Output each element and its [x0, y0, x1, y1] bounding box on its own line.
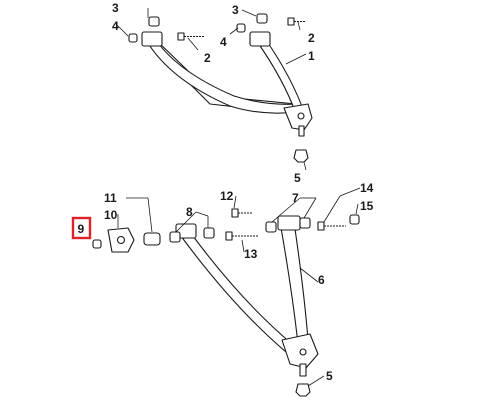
- callout-15: 15: [360, 199, 374, 213]
- bolt-13[interactable]: [225, 231, 258, 241]
- upper-a-arm-assembly: [128, 13, 313, 163]
- bushing-7-left[interactable]: [265, 221, 277, 233]
- bushing-7-right[interactable]: [299, 217, 311, 229]
- callout-numbers: 3 4 2 3 4 2 1 5 11 10 8 12 13 7 14 15 6 …: [71, 1, 374, 383]
- nut-9[interactable]: [92, 239, 102, 249]
- callout-6: 6: [318, 273, 325, 287]
- callout-4-left: 4: [112, 19, 119, 33]
- ball-joint-upper[interactable]: [293, 149, 309, 163]
- ball-joint-lower[interactable]: [295, 383, 311, 397]
- bolt-upper-left[interactable]: [177, 32, 204, 41]
- callout-9[interactable]: 9: [78, 222, 85, 236]
- upper-a-arm[interactable]: [145, 39, 313, 137]
- lower-a-arm[interactable]: [177, 221, 319, 377]
- left-pivot-bracket[interactable]: [141, 31, 163, 47]
- callout-1: 1: [308, 49, 315, 63]
- callout-7: 7: [292, 191, 299, 205]
- callout-12: 12: [220, 189, 234, 203]
- nut-right[interactable]: [236, 23, 246, 33]
- bolt-14[interactable]: [317, 221, 346, 231]
- callout-10: 10: [104, 208, 118, 222]
- nut-left[interactable]: [128, 33, 138, 43]
- spacer[interactable]: [143, 232, 161, 246]
- callout-8: 8: [186, 205, 193, 219]
- leader-lines: [115, 8, 361, 387]
- lower-right-pivot[interactable]: [277, 215, 301, 231]
- callout-3-right: 3: [232, 3, 239, 17]
- highlight-box: [71, 216, 92, 240]
- right-pivot-bracket[interactable]: [249, 31, 271, 47]
- callout-4-right: 4: [220, 35, 227, 49]
- callout-11: 11: [104, 191, 117, 205]
- bushing-8-right[interactable]: [203, 227, 215, 239]
- lower-a-arm-assembly: [92, 208, 360, 397]
- bushing-8-left[interactable]: [169, 231, 181, 243]
- nut-15[interactable]: [349, 214, 360, 225]
- bushing-right[interactable]: [256, 13, 268, 24]
- bushing-left[interactable]: [148, 16, 160, 27]
- callout-2-left: 2: [204, 51, 211, 65]
- callout-2-right: 2: [308, 31, 315, 45]
- callout-3-left: 3: [112, 1, 119, 15]
- callout-13: 13: [244, 247, 258, 261]
- callout-14: 14: [360, 181, 374, 195]
- bolt-12[interactable]: [231, 208, 252, 218]
- bolt-upper-right[interactable]: [287, 17, 306, 26]
- callout-5-upper: 5: [294, 171, 301, 185]
- callout-5-lower: 5: [326, 369, 333, 383]
